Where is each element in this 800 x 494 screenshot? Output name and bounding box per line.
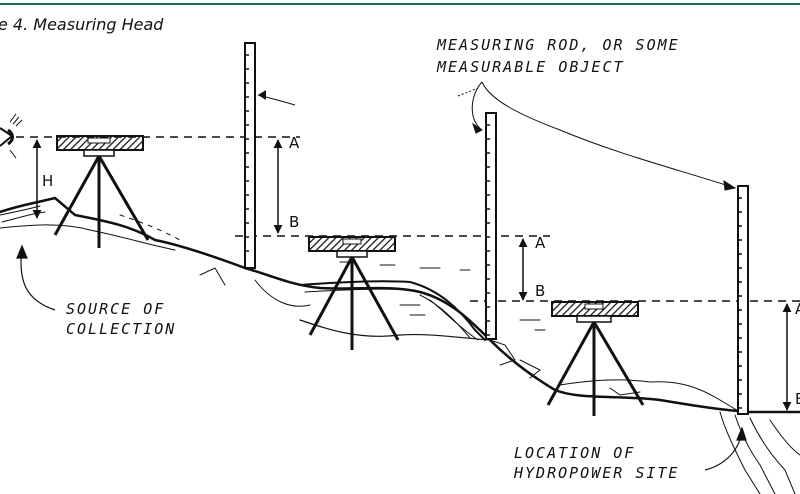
sight-lines [16, 136, 800, 302]
measuring-rod-2 [485, 112, 528, 340]
level-instrument-3 [546, 301, 645, 416]
eye-icon [0, 113, 23, 159]
source-leader [16, 244, 56, 311]
rod-label-line1: MEASURING ROD, OR SOME [437, 36, 680, 54]
label-b1: B [289, 213, 300, 231]
label-b2: B [535, 282, 546, 300]
label-b3: B [795, 390, 800, 408]
label-h: H [42, 172, 54, 190]
rod-label-line2: MEASURABLE OBJECT [437, 58, 625, 76]
terrain [0, 196, 800, 494]
source-label-line2: COLLECTION [66, 320, 177, 338]
site-leader [704, 426, 747, 471]
label-a1: A [289, 134, 300, 152]
site-label-line1: LOCATION OF [514, 444, 636, 462]
site-label-line2: HYDROPOWER SITE [514, 464, 680, 482]
source-label-line1: SOURCE OF [66, 300, 166, 318]
level-instrument-2 [308, 236, 400, 350]
label-a2: A [535, 234, 546, 252]
rod-label-leaders [457, 81, 737, 191]
measuring-rod-3 [737, 185, 800, 415]
measuring-rod-1 [244, 42, 296, 269]
level-instrument-1 [53, 135, 150, 248]
figure-title: e 4. Measuring Head [0, 15, 164, 34]
header-rule [0, 3, 800, 5]
label-a3: A [795, 300, 800, 318]
